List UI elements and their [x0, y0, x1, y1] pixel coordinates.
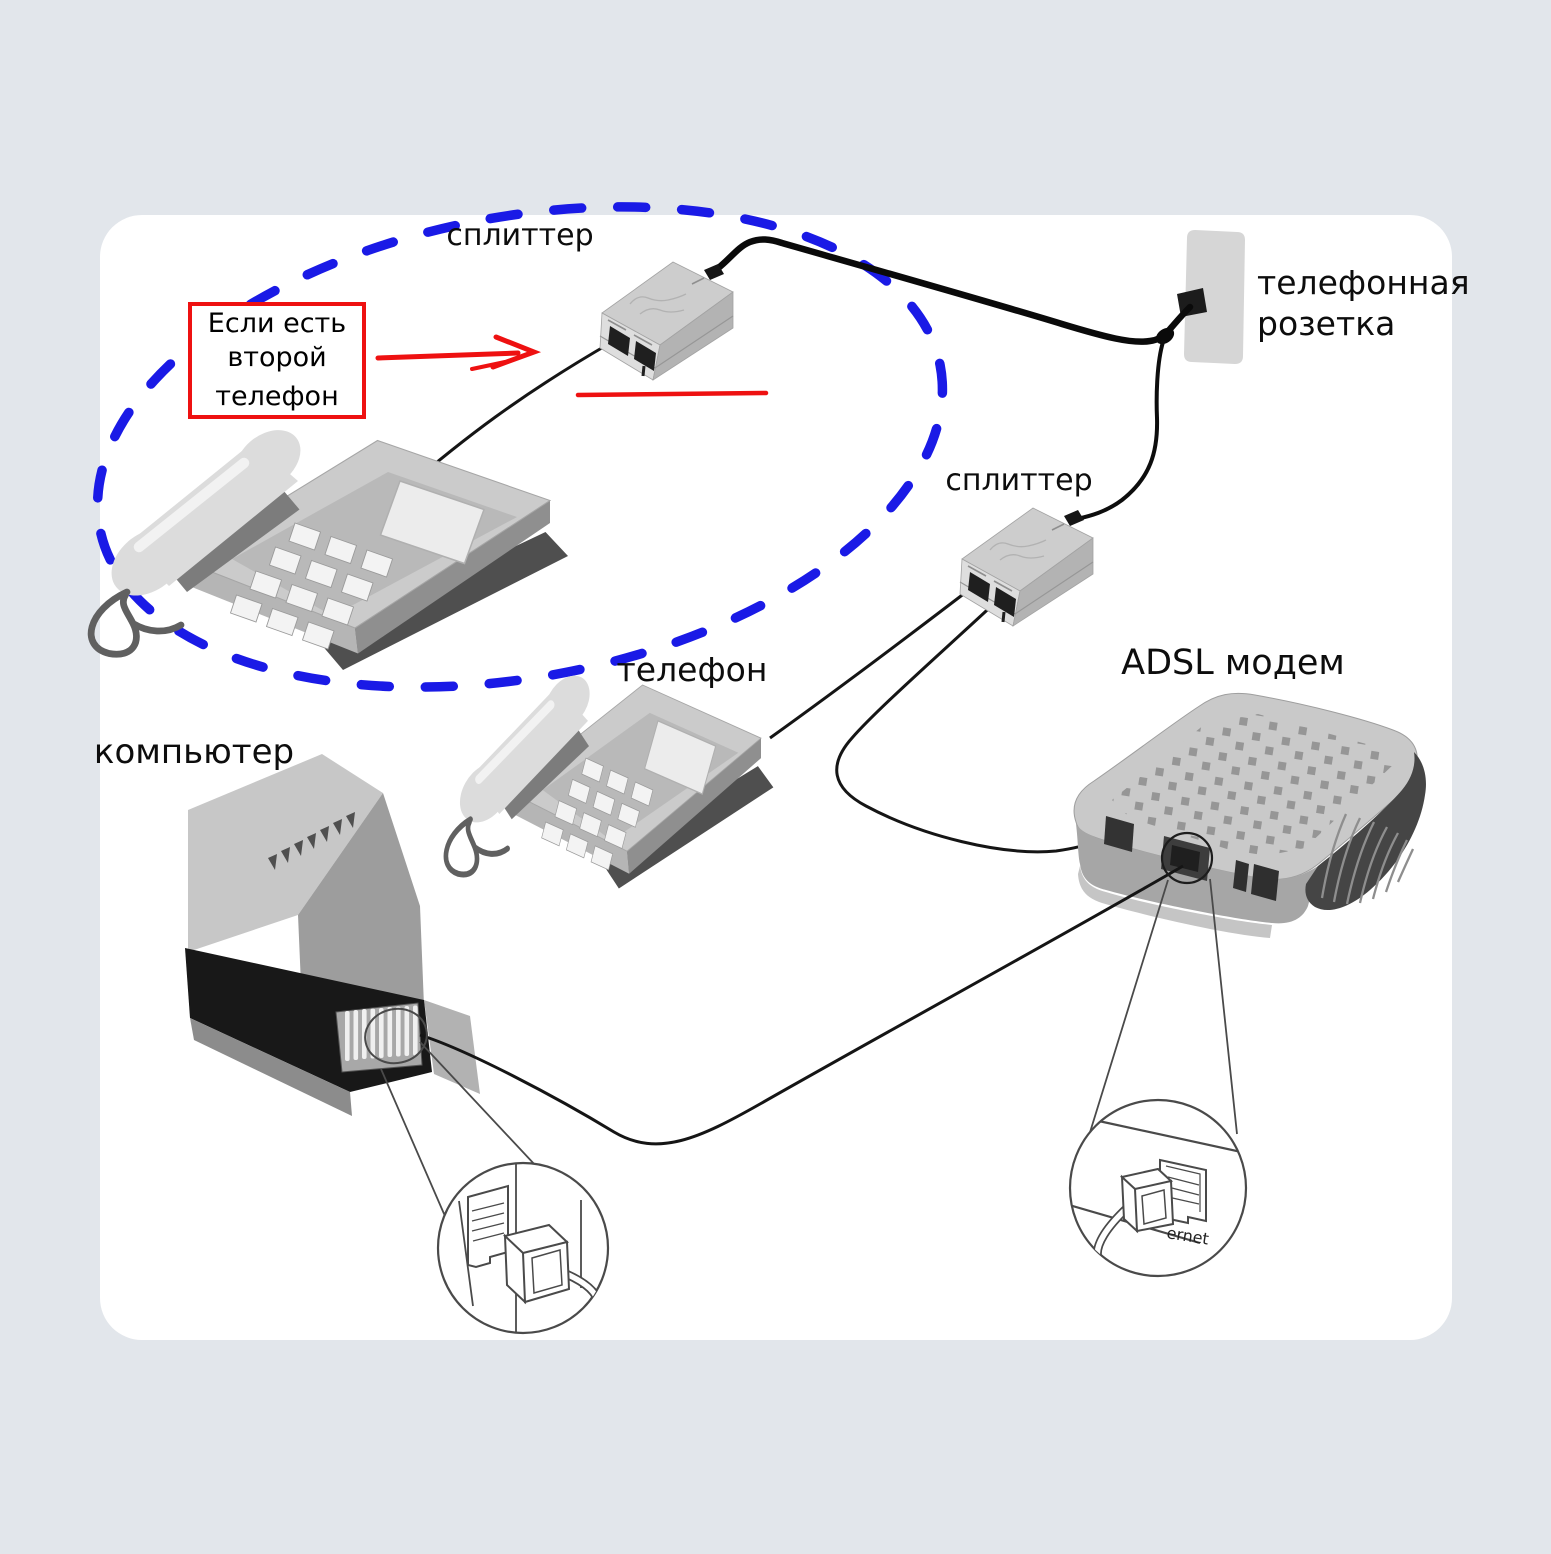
- modem-side-ribs: [1305, 752, 1426, 911]
- modem-vents: [1112, 714, 1394, 858]
- phone-main: [446, 665, 773, 889]
- label-adsl-modem: ADSL модем: [1121, 643, 1345, 683]
- splitter-top: [598, 260, 735, 382]
- second-phone-highlight-ellipse: [92, 202, 948, 692]
- telephone-socket: [1177, 230, 1245, 364]
- modem-line-port: [1104, 816, 1134, 852]
- label-telephone-socket: телефонная розетка: [1257, 263, 1470, 343]
- label-splitter-top: сплиттер: [446, 218, 594, 253]
- wire-modem-to-computer: [419, 864, 1184, 1146]
- magnified-rj45-plug: [502, 1223, 571, 1305]
- red-underline: [575, 390, 769, 398]
- modem-port-magnifier: ernet: [1068, 831, 1248, 1278]
- red-annotations: [375, 334, 769, 398]
- red-arrow-shaft: [375, 350, 521, 361]
- label-computer: компьютер: [93, 732, 295, 772]
- splitter-middle: [958, 506, 1095, 628]
- magnified-ethernet-plug: [1119, 1167, 1175, 1234]
- wire-splitter2-to-modem: [835, 597, 1124, 854]
- wire-socket-to-splitter2: [1075, 340, 1165, 521]
- label-phone: телефон: [616, 650, 768, 689]
- wire-knot: [1155, 327, 1175, 345]
- phone-second: [91, 418, 568, 670]
- computer-port-magnifier: [364, 1007, 610, 1335]
- second-phone-callout: Если есть второй телефон: [188, 302, 366, 419]
- computer: [185, 754, 480, 1116]
- wire-splitter2-to-phone2: [769, 584, 975, 740]
- label-splitter-middle: сплиттер: [945, 463, 1093, 498]
- adsl-modem: [1073, 692, 1426, 938]
- wire-splitter1-to-socket: [709, 236, 1170, 345]
